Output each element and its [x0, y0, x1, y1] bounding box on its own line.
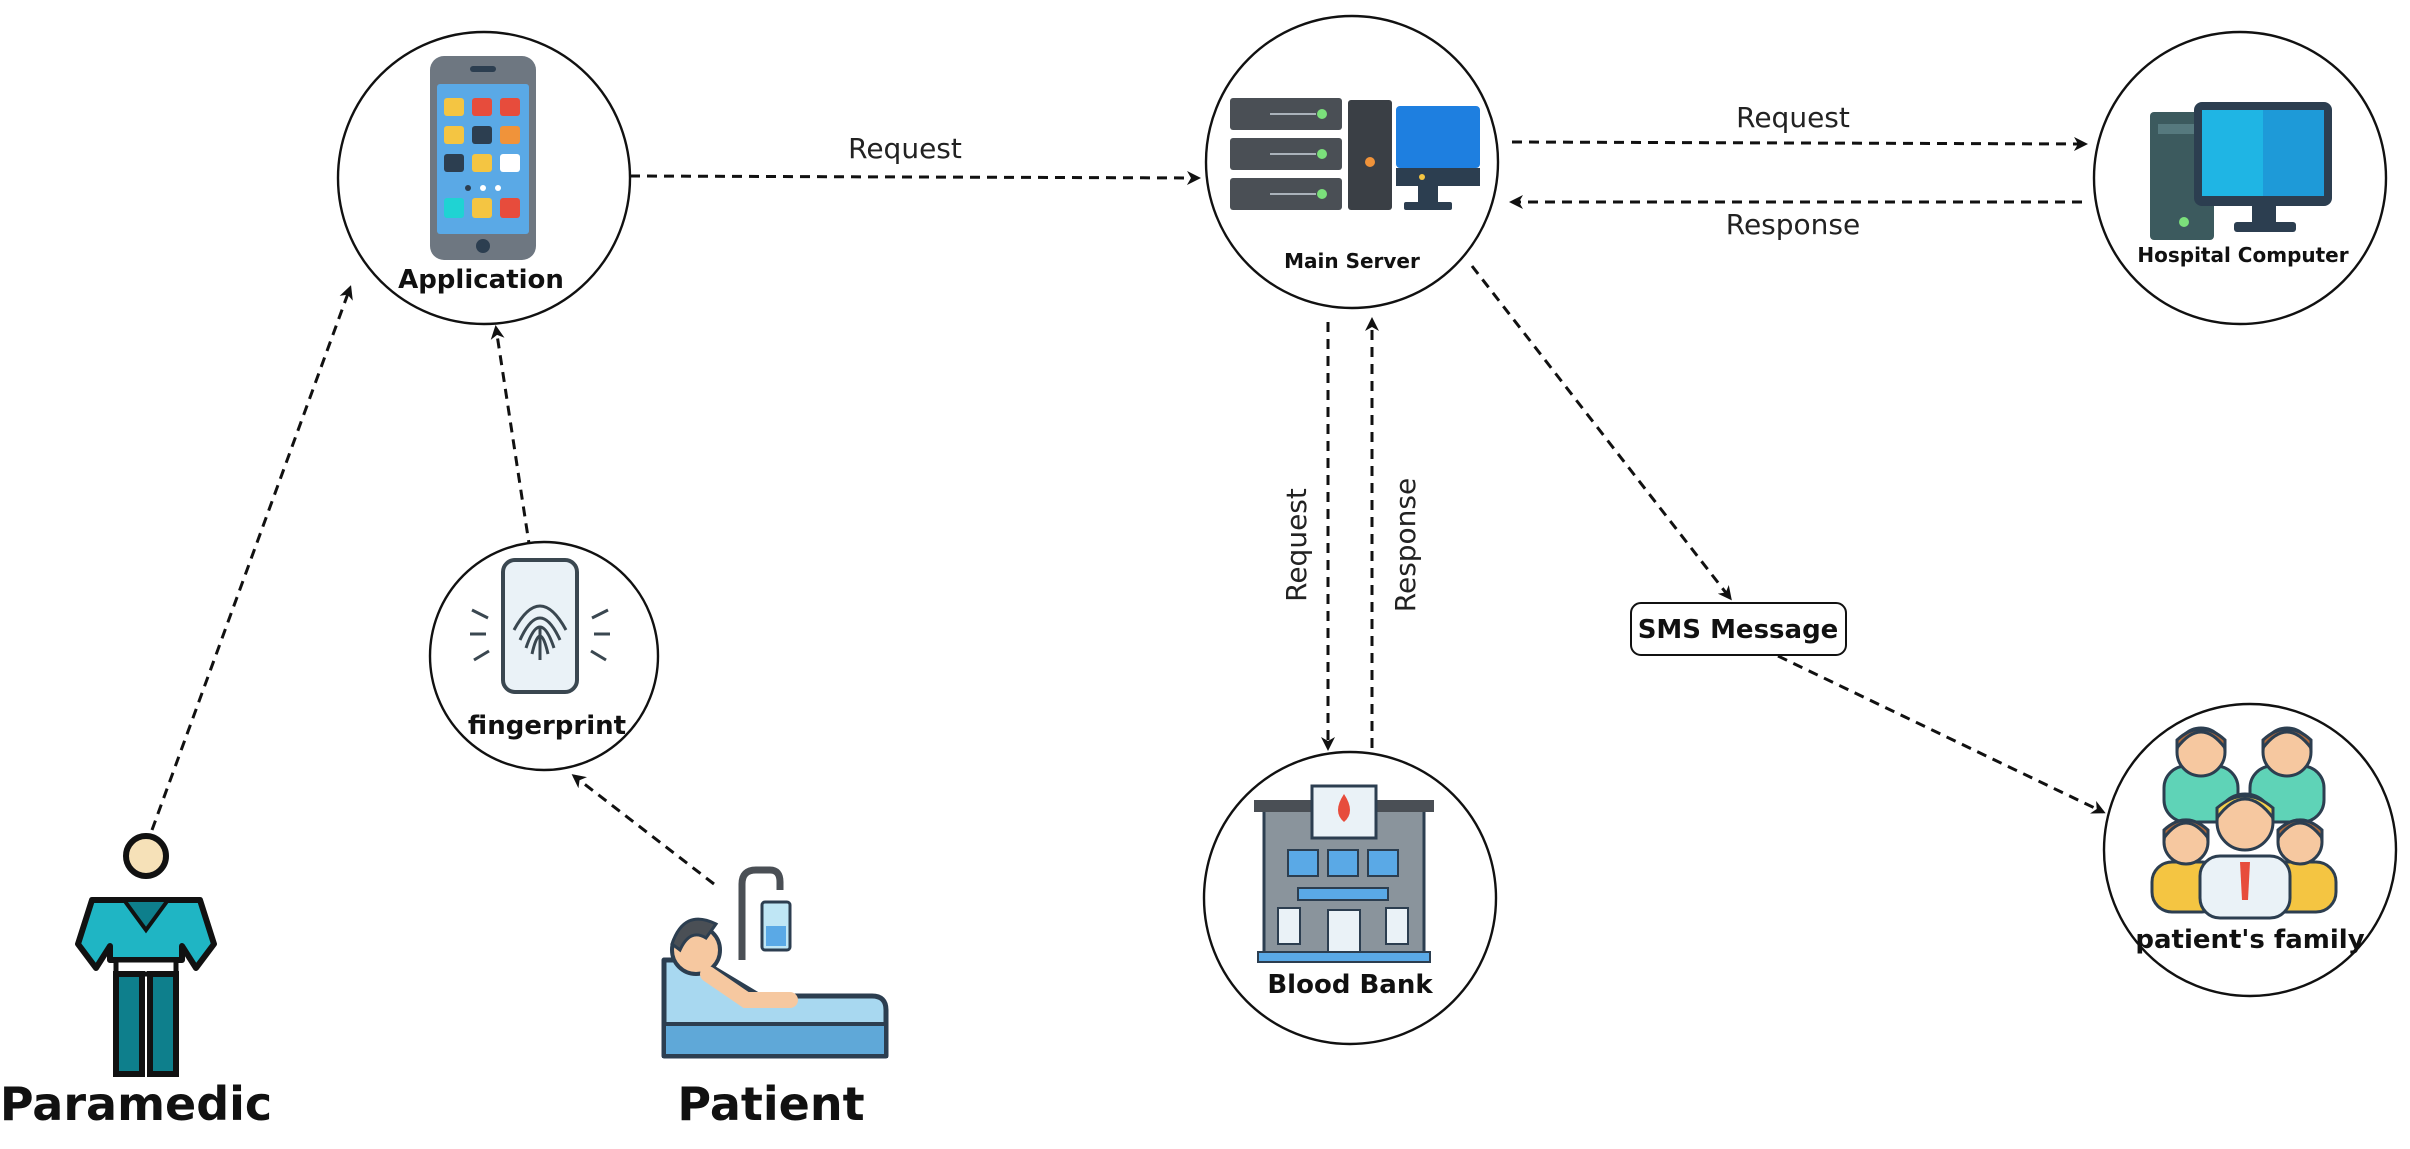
main-server-node: Main Server [1204, 14, 1500, 310]
blood-bank-node: Blood Bank [1202, 750, 1498, 1046]
sms-message-node: SMS Message [1630, 602, 1847, 656]
sms-message-box [1630, 602, 1847, 656]
arrow-sms-to-family [1777, 654, 2106, 814]
paramedic-label: Paramedic [0, 1077, 272, 1131]
arrow-server-to-sms [1470, 265, 1732, 601]
paramedic-person-icon [75, 833, 217, 1077]
blood-bank-label: Blood Bank [1267, 970, 1433, 1000]
edge-label-hospital-request: Request [1736, 101, 1850, 134]
patients-family-label: patient's family [2135, 925, 2364, 955]
blood-bank-building-icon [1254, 784, 1434, 963]
edge-label-bloodbank-request: Request [1280, 488, 1313, 602]
hospital-computer-label: Hospital Computer [2137, 243, 2348, 267]
arrow-patient-to-fingerprint [571, 774, 715, 886]
hospital-computer-node: Hospital Computer [2092, 30, 2388, 326]
arrow-app-to-server [629, 170, 1201, 185]
fingerprint-label: fingerprint [468, 711, 626, 741]
application-node: Application [336, 30, 632, 326]
smartphone-icon [430, 56, 536, 260]
main-server-label: Main Server [1284, 249, 1420, 273]
edge-label-bloodbank-response: Response [1389, 478, 1422, 612]
patient-node: Patient [661, 866, 889, 1131]
patients-family-node: patient's family [2102, 702, 2398, 998]
paramedic-node: Paramedic [0, 833, 272, 1131]
family-group-icon [2150, 726, 2338, 920]
server-rack-icon [1230, 98, 1480, 210]
fingerprint-phone-icon [470, 558, 610, 694]
arrow-server-to-hospital [1511, 136, 2088, 151]
arrow-fingerprint-to-app [490, 325, 532, 551]
arrow-paramedic-to-app [150, 285, 353, 831]
edge-label-hospital-response: Response [1726, 208, 1860, 241]
patient-bed-icon [661, 866, 889, 1059]
sms-message-label: SMS Message [1638, 615, 1839, 645]
application-label: Application [398, 265, 564, 295]
edge-label-app-request: Request [848, 132, 962, 165]
patient-label: Patient [677, 1077, 864, 1131]
desktop-computer-icon [2150, 102, 2332, 240]
fingerprint-node: fingerprint [428, 540, 660, 772]
